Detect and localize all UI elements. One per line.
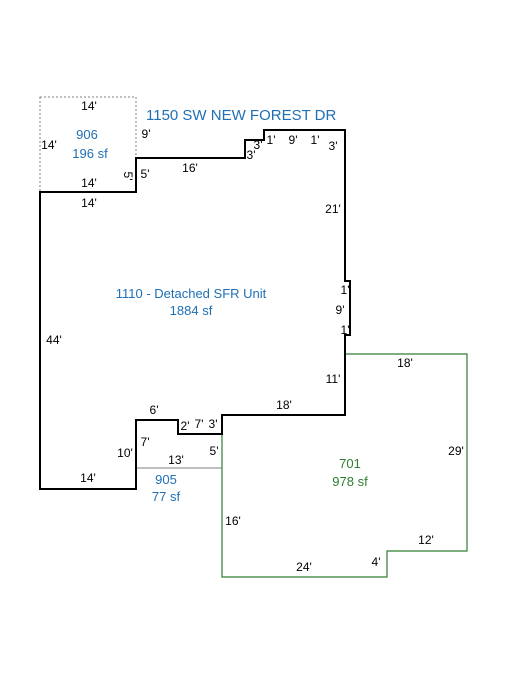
dim-main-bottom: 14' xyxy=(80,471,96,485)
dim-701-4: 4' xyxy=(372,555,381,569)
dim-701-18: 18' xyxy=(397,356,413,370)
dim-905-13: 13' xyxy=(168,453,184,467)
dim-906-top: 14' xyxy=(81,99,97,113)
area-906-size: 196 sf xyxy=(72,146,108,161)
dim-906-right: 9' xyxy=(142,127,151,141)
dim-main-7a: 7' xyxy=(195,417,204,431)
dim-main-18: 18' xyxy=(276,398,292,412)
dim-701-16: 16' xyxy=(225,514,241,528)
dim-main-3b: 3' xyxy=(254,138,263,152)
dim-main-step-5: 5' xyxy=(141,167,150,181)
dim-701-24: 24' xyxy=(296,560,312,574)
dim-main-16: 16' xyxy=(182,161,198,175)
dim-main-11: 11' xyxy=(326,372,341,386)
dim-main-6: 6' xyxy=(150,403,159,417)
dim-main-1b: 1' xyxy=(311,133,320,147)
address-title: 1150 SW NEW FOREST DR xyxy=(146,107,336,124)
dim-906-bottom: 14' xyxy=(81,176,97,190)
dim-701-12: 12' xyxy=(418,533,434,547)
dim-main-9: 9' xyxy=(289,133,298,147)
dim-main-9b: 9' xyxy=(336,303,345,317)
area-main-code: 1110 - Detached SFR Unit xyxy=(116,286,267,301)
area-906-outline xyxy=(39,96,137,193)
main-building-outline xyxy=(39,129,351,490)
dim-main-21: 21' xyxy=(325,202,341,216)
dim-main-3d: 3' xyxy=(209,417,218,431)
area-905-code: 905 xyxy=(155,472,177,487)
dim-906-left: 14' xyxy=(41,138,57,152)
dim-main-top-left: 14' xyxy=(81,196,97,210)
dim-main-7b: 7' xyxy=(141,435,150,449)
area-main-size: 1884 sf xyxy=(170,303,213,318)
dim-main-2: 2' xyxy=(181,419,190,433)
dim-main-10: 10' xyxy=(117,446,133,460)
area-905-size: 77 sf xyxy=(152,489,181,504)
dim-main-1a: 1' xyxy=(267,133,276,147)
area-701-size: 978 sf xyxy=(332,474,368,489)
dim-main-left: 44' xyxy=(46,333,62,347)
area-701-code: 701 xyxy=(339,456,361,471)
dim-main-step-5-rotated: 5' xyxy=(121,172,135,181)
dim-main-1c: 1' xyxy=(341,283,350,297)
dim-905-5: 5' xyxy=(210,444,219,458)
dim-main-3c: 3' xyxy=(329,139,338,153)
dim-701-29: 29' xyxy=(448,444,464,458)
area-906-code: 906 xyxy=(76,127,98,142)
dim-main-3a: 3' xyxy=(247,148,256,162)
dim-main-1d: 1' xyxy=(341,323,350,337)
